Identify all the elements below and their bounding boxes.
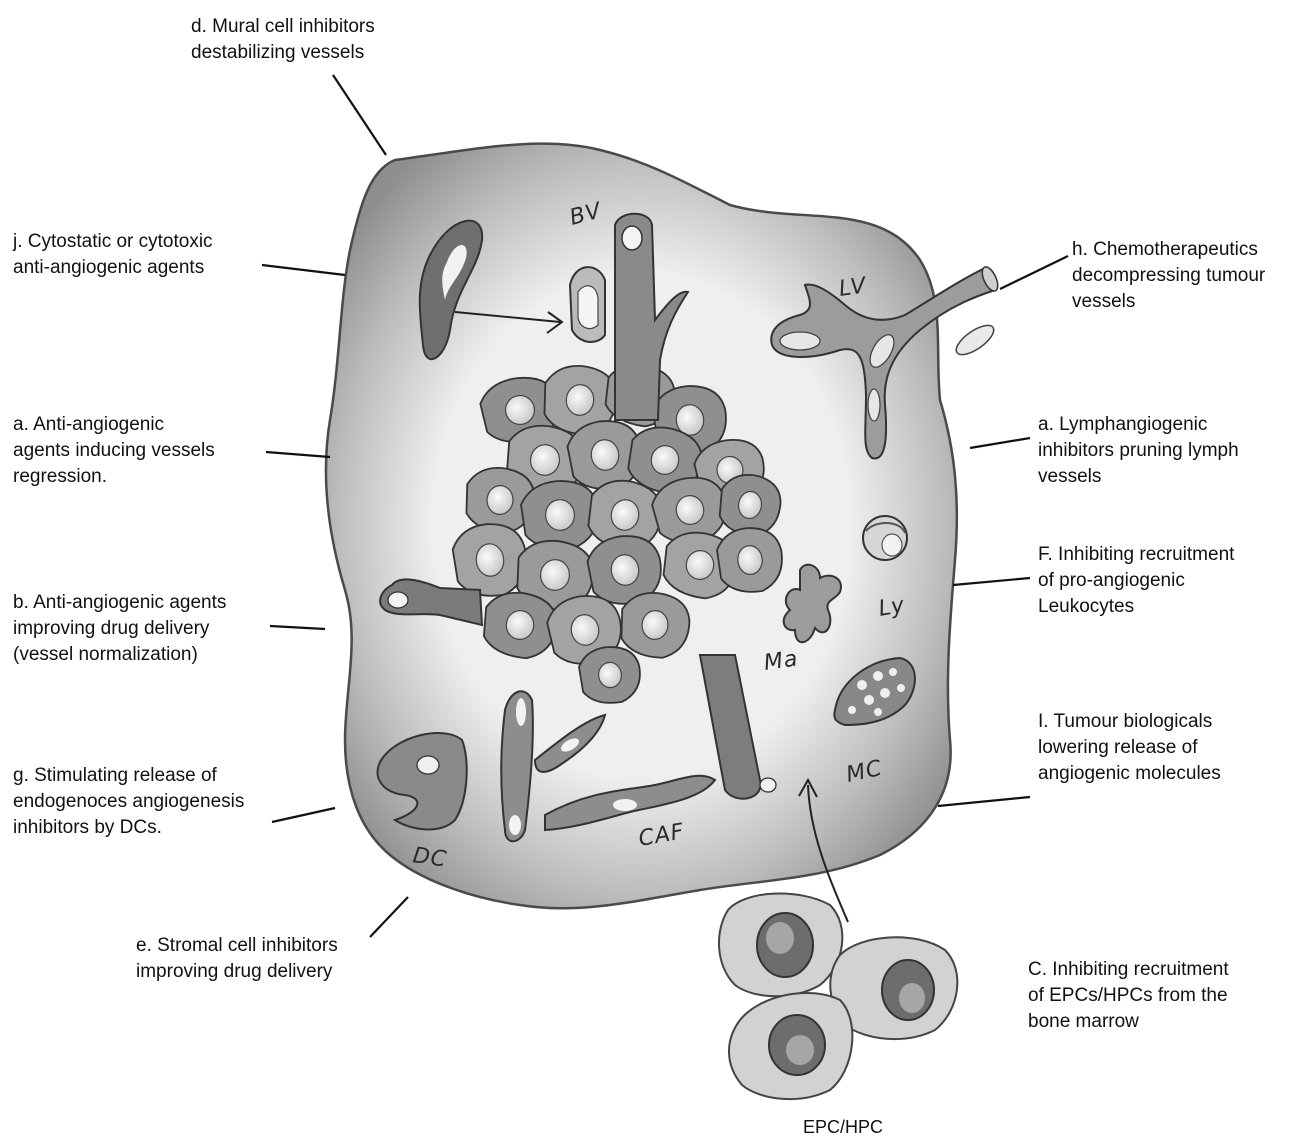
- annotation-j: j. Cytostatic or cytotoxic anti-angiogen…: [13, 229, 213, 281]
- epc-hpc-cells: [719, 894, 957, 1100]
- annotation-d: d. Mural cell inhibitors destabilizing v…: [191, 14, 375, 66]
- annotation-f: F. Inhibiting recruitment of pro-angioge…: [1038, 542, 1234, 620]
- leukocyte-ly: [863, 516, 907, 560]
- annotation-g: g. Stimulating release of endogenoces an…: [13, 763, 244, 841]
- annotation-i: I. Tumour biologicals lowering release o…: [1038, 709, 1221, 787]
- label-ly: Ly: [877, 593, 907, 622]
- annotation-h: h. Chemotherapeutics decompressing tumou…: [1072, 237, 1265, 315]
- label-lv: LV: [837, 273, 869, 302]
- annotation-c: C. Inhibiting recruitment of EPCs/HPCs f…: [1028, 957, 1229, 1035]
- label-dc: DC: [411, 843, 448, 873]
- annotation-e: e. Stromal cell inhibitors improving dru…: [136, 933, 338, 985]
- annotation-a-right: a. Lymphangiogenic inhibitors pruning ly…: [1038, 412, 1239, 490]
- annotation-a-left: a. Anti-angiogenic agents inducing vesse…: [13, 412, 215, 490]
- label-epc-hpc: EPC/HPC: [803, 1114, 883, 1140]
- label-ma: Ma: [762, 646, 800, 676]
- annotation-b: b. Anti-angiogenic agents improving drug…: [13, 590, 226, 668]
